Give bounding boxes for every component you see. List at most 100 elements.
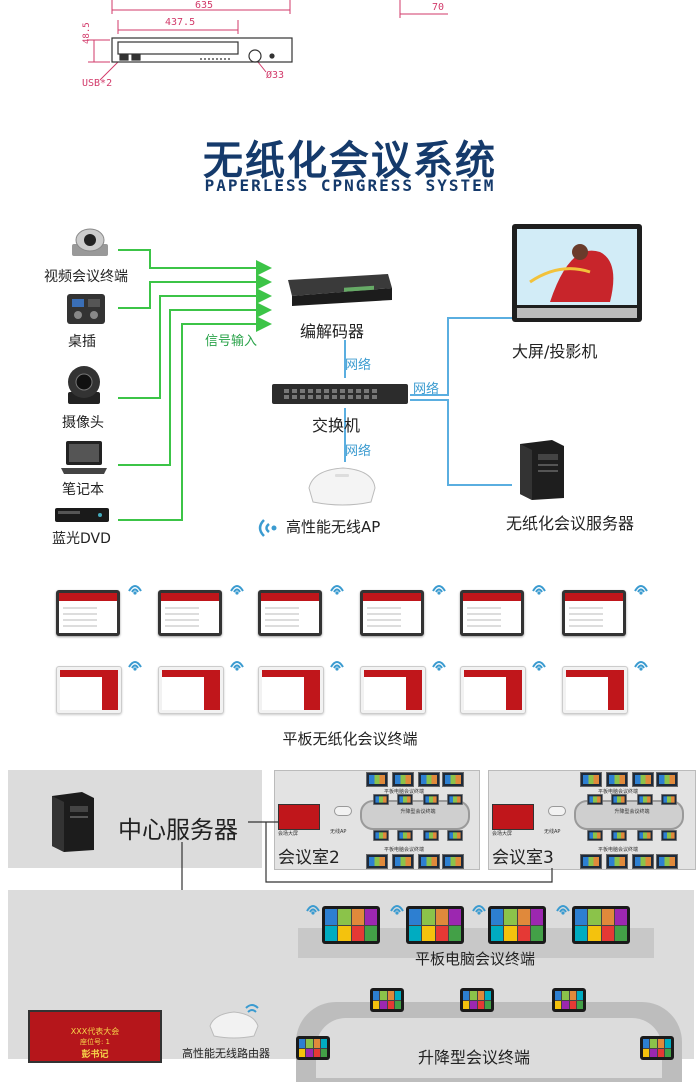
wifi-icon bbox=[228, 578, 246, 596]
venue-screen-line-1: XXX代表大会 bbox=[70, 1027, 120, 1036]
room-router-icon bbox=[548, 806, 566, 816]
video-conference-camera-icon bbox=[72, 228, 108, 256]
mini-tablet bbox=[366, 854, 388, 869]
wifi-icon bbox=[530, 654, 548, 672]
dim-outer-width: 635 bbox=[195, 0, 214, 11]
screen-label: 大屏/投影机 bbox=[512, 342, 598, 361]
tablet-terminal bbox=[488, 906, 546, 944]
mini-tablet bbox=[442, 772, 464, 787]
center-server-panel bbox=[8, 770, 262, 868]
tablet-terminal bbox=[562, 590, 626, 636]
lift-terminal bbox=[460, 988, 494, 1012]
table-socket-icon bbox=[67, 294, 105, 324]
room-oval-table bbox=[360, 800, 470, 830]
tablet-terminal bbox=[562, 666, 628, 714]
center-server-icon bbox=[52, 792, 94, 852]
mini-tablet bbox=[423, 830, 439, 841]
tablet-terminal bbox=[258, 666, 324, 714]
lift-terminal bbox=[370, 988, 404, 1012]
wifi-icon bbox=[304, 898, 322, 916]
tablet-terminal bbox=[56, 666, 122, 714]
room-top-label: 平板电脑会议终端 bbox=[598, 789, 639, 795]
mini-tablet bbox=[447, 830, 463, 841]
mini-tablet bbox=[423, 794, 439, 805]
lift-terminal-set bbox=[290, 984, 690, 1060]
diagram-connectors bbox=[118, 249, 512, 521]
tablet-terminal bbox=[360, 666, 426, 714]
venue-screen-line-2: 座位号: 1 bbox=[79, 1038, 111, 1046]
network-switch-icon bbox=[272, 384, 408, 404]
mini-tablet bbox=[373, 830, 389, 841]
room-bottom-label: 平板电脑会议终端 bbox=[384, 847, 425, 853]
network-label-3: 网络 bbox=[345, 444, 372, 459]
router-label: 高性能无线路由器 bbox=[182, 1047, 270, 1060]
wifi-icon bbox=[632, 654, 650, 672]
page-title: 无纸化会议系统 bbox=[203, 138, 497, 184]
tablet-terminal-row bbox=[300, 898, 660, 948]
mini-tablet bbox=[580, 772, 602, 787]
mini-tablet bbox=[397, 830, 413, 841]
mini-tablet bbox=[587, 830, 603, 841]
lift-terminal-label: 升降型会议终端 bbox=[418, 1048, 531, 1067]
wifi-icon bbox=[470, 898, 488, 916]
mini-tablet bbox=[656, 854, 678, 869]
mini-tablet bbox=[392, 772, 414, 787]
dim-inner-width: 437.5 bbox=[165, 17, 196, 28]
tablet-terminal bbox=[322, 906, 380, 944]
room-oval-table bbox=[574, 800, 684, 830]
tablet-terminal bbox=[460, 590, 524, 636]
lift-terminal bbox=[552, 988, 586, 1012]
mini-tablet bbox=[418, 854, 440, 869]
signal-input-label: 信号输入 bbox=[205, 334, 258, 349]
mini-tablet bbox=[661, 794, 677, 805]
network-label-1: 网络 bbox=[345, 358, 372, 373]
room-screen-label: 会场大屏 bbox=[278, 831, 299, 837]
tablet-terminal bbox=[406, 906, 464, 944]
tablet-terminal bbox=[158, 666, 224, 714]
switch-label: 交换机 bbox=[312, 416, 361, 435]
room-router-label: 无线AP bbox=[330, 829, 347, 835]
room-router-icon bbox=[334, 806, 352, 816]
room-screen bbox=[492, 804, 534, 830]
mini-tablet bbox=[606, 854, 628, 869]
wireless-ap-icon bbox=[308, 467, 376, 506]
laptop-icon bbox=[61, 441, 107, 474]
tablet-terminal bbox=[158, 590, 222, 636]
room-screen bbox=[278, 804, 320, 830]
wifi-icon bbox=[228, 654, 246, 672]
tablet-terminal bbox=[572, 906, 630, 944]
tablet-terminal bbox=[56, 590, 120, 636]
wireless-router-icon bbox=[209, 1004, 259, 1039]
input-label-laptop: 笔记本 bbox=[62, 482, 104, 498]
dim-hole: Ø33 bbox=[266, 70, 285, 81]
mini-tablet bbox=[611, 794, 627, 805]
mini-tablet bbox=[580, 854, 602, 869]
room-bottom-label: 平板电脑会议终端 bbox=[598, 847, 639, 853]
mini-tablet bbox=[587, 794, 603, 805]
input-label-table-socket: 桌插 bbox=[68, 334, 96, 350]
server-tower-icon bbox=[520, 440, 564, 500]
wifi-signal-icon bbox=[258, 519, 277, 537]
lift-terminal bbox=[296, 1036, 330, 1060]
wifi-icon bbox=[430, 578, 448, 596]
dim-usb: USB*2 bbox=[82, 78, 113, 89]
mechanical-drawing bbox=[88, 0, 448, 81]
ptz-camera-icon bbox=[68, 366, 100, 404]
mini-tablet bbox=[637, 830, 653, 841]
wifi-icon bbox=[126, 578, 144, 596]
wifi-icon bbox=[126, 654, 144, 672]
server-label: 无纸化会议服务器 bbox=[506, 514, 635, 533]
room-lift-label: 升降型会议终端 bbox=[614, 809, 650, 815]
wifi-icon bbox=[388, 898, 406, 916]
tablet-terminal bbox=[258, 590, 322, 636]
mini-tablet bbox=[661, 830, 677, 841]
page-subtitle: PAPERLESS CPNGRESS SYSTEM bbox=[204, 176, 496, 195]
input-label-video-conference: 视频会议终端 bbox=[44, 269, 128, 285]
tablet-terminal bbox=[460, 666, 526, 714]
venue-big-screen: XXX代表大会 座位号: 1 彭书记 bbox=[28, 1010, 162, 1063]
mini-tablet bbox=[632, 772, 654, 787]
room3-label: 会议室3 bbox=[492, 848, 554, 868]
lift-terminal bbox=[640, 1036, 674, 1060]
mini-tablet bbox=[447, 794, 463, 805]
